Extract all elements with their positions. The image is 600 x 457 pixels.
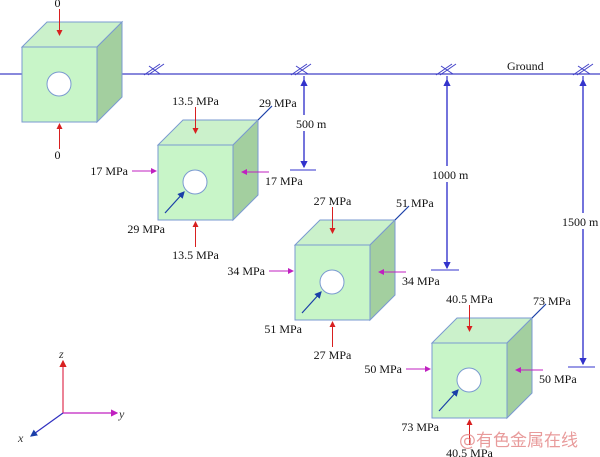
ground-label: Ground (507, 59, 544, 73)
watermark: @有色金属在线 (459, 431, 578, 451)
borehole (456, 367, 482, 393)
axes-triad: z y x (17, 347, 125, 445)
axial-stress-back-label: 73 MPa (533, 294, 571, 308)
rock-block-depth-1500: 40.5 MPa 40.5 MPa 50 MPa 50 MPa 73 MPa 73 MPa (364, 292, 577, 457)
vertical-stress-bottom-label: 0 (55, 148, 61, 162)
axial-stress-arrow-front (164, 191, 185, 214)
borehole (182, 169, 208, 195)
z-axis-label: z (58, 347, 64, 361)
horizontal-stress-right-label: 17 MPa (265, 174, 303, 188)
axial-stress-arrow-back (394, 205, 410, 221)
vertical-stress-bottom-label: 40.5 MPa (446, 446, 493, 457)
hatch-mark (290, 63, 312, 76)
depth-label-500: 500 m (296, 117, 327, 131)
axial-stress-arrow-front (301, 291, 322, 314)
axial-stress-arrow-back (257, 105, 273, 121)
depth-label-1000: 1000 m (432, 168, 469, 182)
x-axis-label: x (17, 431, 24, 445)
horizontal-stress-left-label: 34 MPa (227, 264, 265, 278)
axial-stress-front-label: 51 MPa (264, 322, 302, 336)
vertical-stress-bottom-label: 27 MPa (314, 348, 352, 362)
vertical-stress-top-label: 27 MPa (314, 194, 352, 208)
axial-stress-front-label: 73 MPa (401, 420, 439, 434)
hatch-mark (143, 63, 165, 76)
hatch-mark (572, 63, 594, 76)
x-axis (30, 412, 64, 437)
horizontal-stress-right-label: 50 MPa (539, 372, 577, 386)
axial-stress-arrow-back (531, 303, 547, 319)
axial-stress-arrow-front (438, 389, 459, 412)
borehole (319, 269, 345, 295)
axial-stress-back-label: 51 MPa (396, 196, 434, 210)
borehole (46, 71, 72, 97)
rock-block-depth-1000: 27 MPa 27 MPa 34 MPa 34 MPa 51 MPa 51 MPa (227, 194, 440, 362)
vertical-stress-top-label: 13.5 MPa (172, 94, 219, 108)
depth-dimension-1000 (431, 76, 472, 271)
vertical-stress-top-label: 0 (55, 0, 61, 10)
vertical-stress-top-label: 40.5 MPa (446, 292, 493, 306)
axial-stress-back-label: 29 MPa (259, 96, 297, 110)
axial-stress-front-label: 29 MPa (127, 222, 165, 236)
ground-hatch-marks (143, 63, 594, 76)
rock-block-depth-500: 13.5 MPa 13.5 MPa 17 MPa 17 MPa 29 MPa 29 MPa (90, 94, 303, 262)
hatch-mark (435, 63, 457, 76)
vertical-stress-bottom-label: 13.5 MPa (172, 248, 219, 262)
horizontal-stress-left-label: 17 MPa (90, 164, 128, 178)
depth-dimension-1500 (562, 76, 600, 368)
horizontal-stress-right-label: 34 MPa (402, 274, 440, 288)
depth-label-1500: 1500 m (562, 215, 599, 229)
rock-block-surface: 00 (20, 0, 124, 162)
depth-dimension-500 (290, 76, 328, 171)
horizontal-stress-left-label: 50 MPa (364, 362, 402, 376)
y-axis-label: y (118, 407, 125, 421)
